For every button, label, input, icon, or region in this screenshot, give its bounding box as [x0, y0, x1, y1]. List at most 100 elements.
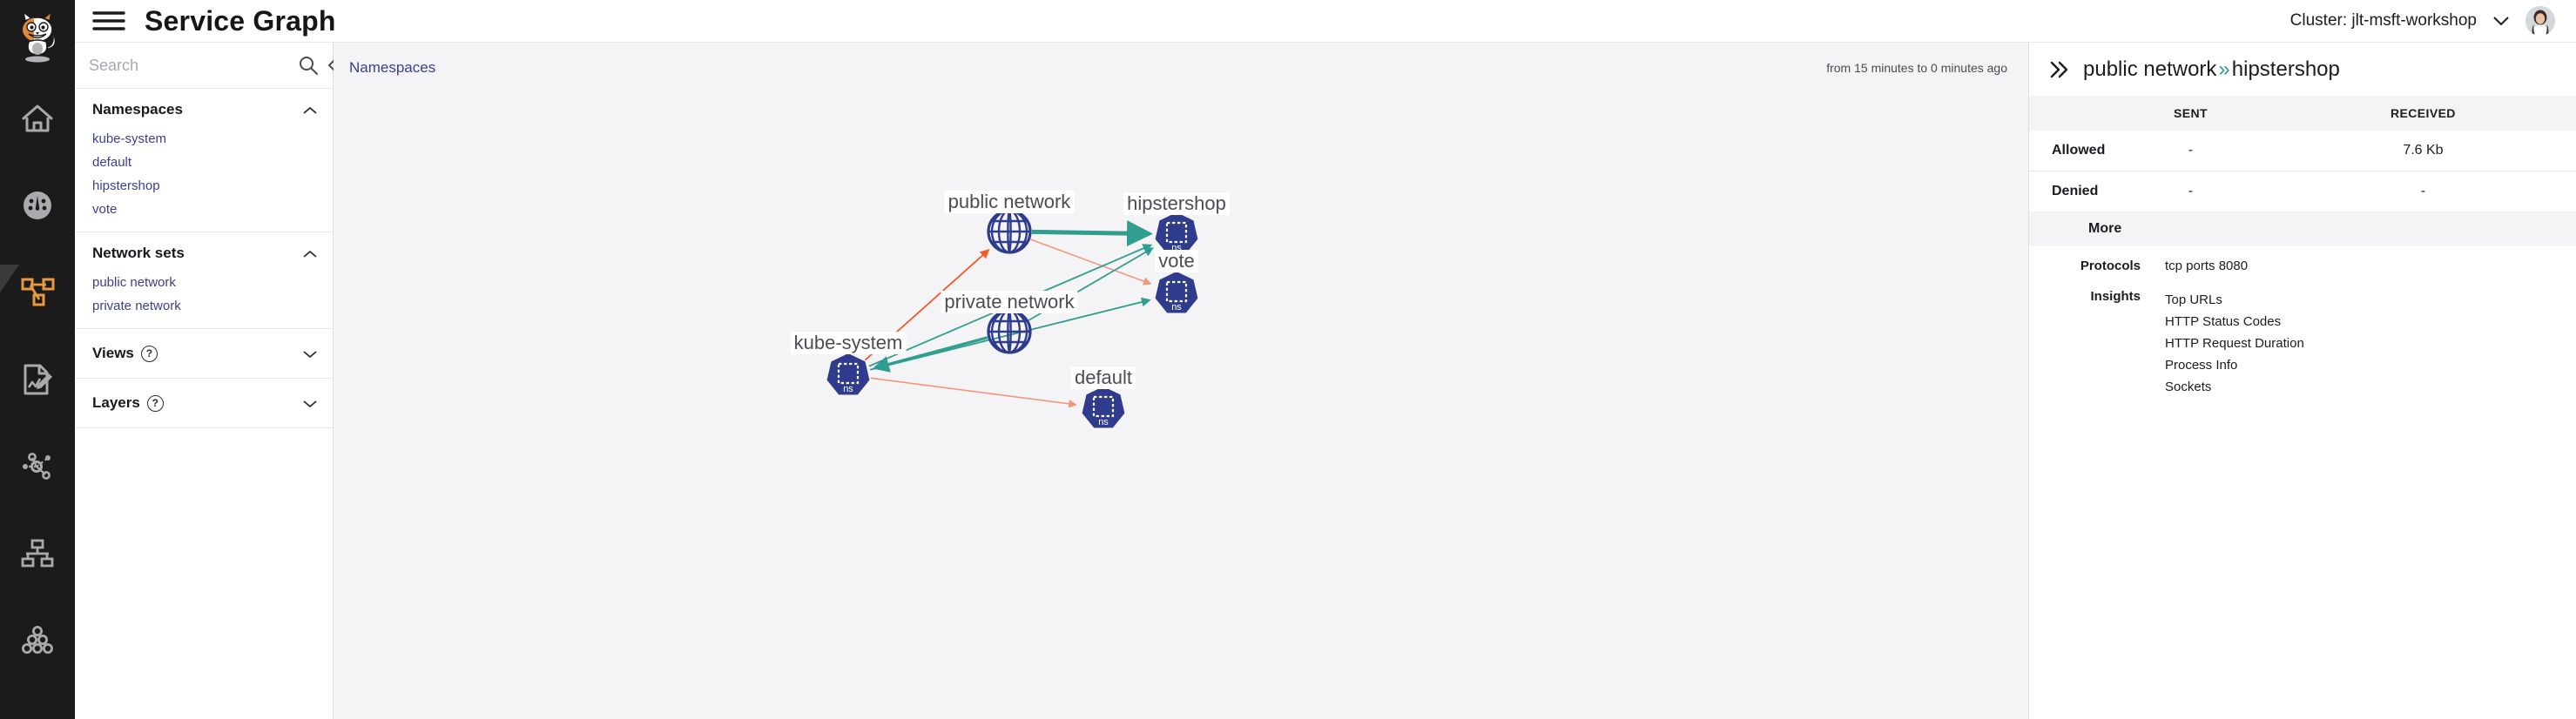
- graph-node-kube-system[interactable]: ns: [826, 353, 870, 395]
- sidebar-item-service-graph[interactable]: [0, 249, 75, 336]
- sidebar-item-hierarchy[interactable]: [0, 510, 75, 597]
- graph-node-label-kube-system[interactable]: kube-system: [790, 332, 907, 354]
- cluster-selector-label[interactable]: Cluster: jlt-msft-workshop: [2289, 11, 2477, 30]
- graph-node-label-default[interactable]: default: [1070, 366, 1136, 389]
- sidebar-item-network-nodes[interactable]: [0, 423, 75, 510]
- graph-node-label-vote[interactable]: vote: [1155, 250, 1198, 272]
- network-set-link-public-network[interactable]: public network: [92, 275, 176, 290]
- app-header: Service Graph Cluster: jlt-msft-workshop: [75, 0, 2576, 42]
- graph-node-label-private-network[interactable]: private network: [941, 291, 1078, 313]
- cell-denied-sent: -: [2188, 184, 2194, 198]
- section-body-namespaces: kube-system default hipstershop vote: [75, 127, 333, 232]
- graph-edge-public-network-to-vote[interactable]: [1030, 239, 1152, 286]
- insights-row: Insights Top URLs HTTP Status Codes HTTP…: [2029, 273, 2576, 398]
- cell-allowed-sent: -: [2111, 131, 2270, 171]
- avatar[interactable]: [2525, 6, 2555, 36]
- table-row: Allowed - 7.6 Kb: [2029, 131, 2576, 171]
- section-header-namespaces[interactable]: Namespaces: [75, 89, 333, 127]
- hamburger-menu-icon[interactable]: [92, 10, 125, 32]
- section-title-layers: Layers: [92, 394, 140, 411]
- insight-link-top-urls[interactable]: Top URLs: [2165, 292, 2222, 307]
- svg-text:ns: ns: [1098, 417, 1109, 427]
- sidebar-item-policies[interactable]: [0, 336, 75, 423]
- time-range-label[interactable]: from 15 minutes to 0 minutes ago: [1826, 60, 2007, 75]
- section-header-network-sets[interactable]: Network sets: [75, 232, 333, 271]
- detail-title-target[interactable]: hipstershop: [2231, 57, 2340, 81]
- chevron-down-icon[interactable]: [303, 400, 317, 407]
- search-input[interactable]: [89, 56, 291, 75]
- network-nodes-icon: [21, 451, 54, 482]
- search-icon[interactable]: [298, 55, 319, 76]
- graph-edge-public-network-to-hipstershop[interactable]: [1031, 220, 1154, 247]
- protocols-value: tcp ports 8080: [2165, 259, 2249, 273]
- column-header-received: RECEIVED: [2269, 96, 2576, 131]
- section-header-views[interactable]: Views ?: [75, 329, 333, 378]
- help-icon[interactable]: ?: [140, 345, 158, 362]
- insights-label: Insights: [2090, 289, 2141, 304]
- protocols-row: Protocols tcp ports 8080: [2029, 246, 2576, 273]
- insight-link-process-info[interactable]: Process Info: [2165, 358, 2238, 373]
- sidebar-item-dashboard[interactable]: [0, 162, 75, 249]
- table-row: Denied - -: [2029, 171, 2576, 212]
- hierarchy-icon: [21, 539, 54, 568]
- expand-right-double-chevron-icon[interactable]: [2048, 60, 2071, 79]
- detail-panel: public network » hipstershop SENT RECEIV…: [2029, 0, 2576, 719]
- column-header-blank: [2029, 96, 2111, 131]
- cell-allowed-received: 7.6 Kb: [2269, 131, 2576, 171]
- breadcrumb[interactable]: Namespaces: [349, 58, 436, 76]
- graph-node-label-public-network[interactable]: public network: [944, 191, 1075, 213]
- flow-stats-table: SENT RECEIVED Allowed - 7.6 Kb Denied - …: [2029, 96, 2576, 212]
- search-row: [75, 42, 342, 89]
- insight-link-http-request-duration[interactable]: HTTP Request Duration: [2165, 336, 2304, 351]
- section-body-network-sets: public network private network: [75, 271, 333, 328]
- graph-node-private-network[interactable]: [987, 309, 1032, 354]
- section-title-network-sets: Network sets: [92, 245, 185, 261]
- sidebar-item-home[interactable]: [0, 75, 75, 162]
- graph-node-default[interactable]: ns: [1082, 386, 1125, 428]
- table-header-row: SENT RECEIVED: [2029, 96, 2576, 131]
- page-title: Service Graph: [145, 4, 336, 37]
- row-label-allowed: Allowed: [2029, 131, 2111, 171]
- chevron-down-icon[interactable]: [303, 350, 317, 358]
- more-section-header[interactable]: More: [2029, 212, 2576, 246]
- insight-link-sockets[interactable]: Sockets: [2165, 380, 2212, 394]
- graph-edge-kube-system-to-default[interactable]: [870, 377, 1077, 408]
- section-title-views-wrap: Views ?: [92, 345, 158, 362]
- detail-header: public network » hipstershop: [2029, 42, 2576, 96]
- namespace-link-hipstershop[interactable]: hipstershop: [92, 178, 160, 193]
- graph-edges-layer: ns ns ns ns: [826, 209, 1198, 428]
- graph-node-public-network[interactable]: [987, 209, 1032, 254]
- graph-node-vote[interactable]: ns: [1155, 272, 1198, 313]
- section-header-layers[interactable]: Layers ?: [75, 379, 333, 427]
- section-title-views: Views: [92, 345, 134, 361]
- help-icon[interactable]: ?: [146, 394, 164, 412]
- graph-node-hipstershop[interactable]: ns: [1155, 212, 1198, 254]
- insight-link-http-status-codes[interactable]: HTTP Status Codes: [2165, 314, 2282, 329]
- namespace-link-kube-system[interactable]: kube-system: [92, 131, 167, 146]
- service-graph-icon: [20, 277, 55, 308]
- section-views: Views ?: [75, 329, 333, 379]
- sidebar-item-cluster-nodes[interactable]: [0, 597, 75, 684]
- namespace-link-vote[interactable]: vote: [92, 202, 118, 217]
- service-graph-canvas[interactable]: ns ns ns ns public network hipstershop vote pr…: [334, 92, 2028, 719]
- chevron-down-icon[interactable]: [2492, 16, 2510, 26]
- chevron-up-icon[interactable]: [303, 106, 317, 114]
- detail-title-source[interactable]: public network: [2083, 57, 2217, 81]
- svg-text:ns: ns: [843, 384, 853, 394]
- dashboard-gauge-icon: [22, 190, 53, 221]
- section-layers: Layers ?: [75, 379, 333, 428]
- namespace-link-default[interactable]: default: [92, 155, 132, 170]
- primary-nav-rail: [0, 0, 75, 719]
- calico-cat-logo[interactable]: [0, 0, 75, 75]
- graph-toolbar: Namespaces from 15 minutes to 0 minutes …: [334, 42, 2028, 92]
- section-namespaces: Namespaces kube-system default hipstersh…: [75, 89, 333, 232]
- svg-text:ns: ns: [1171, 302, 1182, 312]
- graph-node-label-hipstershop[interactable]: hipstershop: [1123, 192, 1230, 215]
- graph-main: Namespaces from 15 minutes to 0 minutes …: [334, 0, 2029, 719]
- network-set-link-private-network[interactable]: private network: [92, 299, 181, 313]
- chevron-up-icon[interactable]: [303, 250, 317, 258]
- section-title-namespaces: Namespaces: [92, 101, 183, 118]
- graph-edge-private-network-to-kube-system[interactable]: [872, 336, 988, 373]
- column-header-sent: SENT: [2111, 96, 2270, 131]
